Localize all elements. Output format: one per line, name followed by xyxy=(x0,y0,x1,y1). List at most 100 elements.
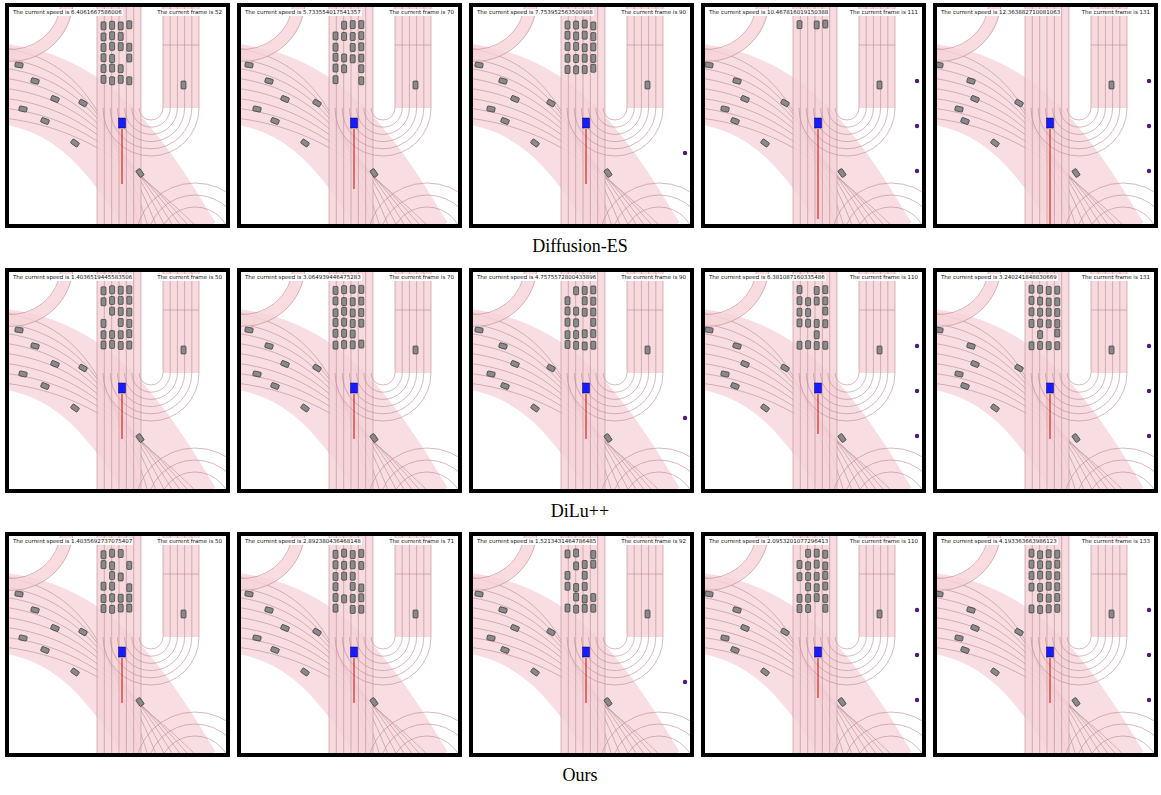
lane-line xyxy=(655,532,656,637)
vehicle xyxy=(342,318,347,326)
uturn-road xyxy=(395,3,431,108)
lane-line xyxy=(423,3,424,108)
vehicle xyxy=(955,106,964,113)
lane-line xyxy=(880,532,881,637)
lane-line xyxy=(866,268,867,373)
lane-line xyxy=(821,108,874,134)
lane-line xyxy=(793,268,794,493)
vehicle xyxy=(475,327,484,333)
driving-scene xyxy=(933,3,1158,228)
ego-vehicle xyxy=(815,383,822,393)
lane-line xyxy=(1063,712,1158,757)
speed-readout: The current speed is 1.4036519445583506 xyxy=(12,274,133,281)
lane-line xyxy=(1045,108,1112,142)
vehicle xyxy=(78,364,87,372)
vehicle xyxy=(110,42,115,50)
vehicle xyxy=(110,605,115,613)
stop-line xyxy=(163,45,199,46)
vehicle xyxy=(1046,550,1051,558)
vehicle xyxy=(574,32,579,40)
lane-line xyxy=(933,352,1111,493)
lane-line xyxy=(367,183,462,228)
vehicle xyxy=(475,591,484,597)
vehicle xyxy=(110,21,115,29)
vehicle xyxy=(740,95,749,103)
lane-line xyxy=(641,532,642,637)
lane-line xyxy=(132,108,170,127)
lane-line xyxy=(835,373,859,385)
planned-trajectory xyxy=(817,658,818,698)
lane-line xyxy=(1053,637,1106,663)
lane-line xyxy=(1063,448,1158,493)
vehicle xyxy=(1038,308,1043,316)
vehicle xyxy=(806,309,811,317)
vehicle xyxy=(370,697,379,706)
vehicle xyxy=(565,582,570,590)
vehicle xyxy=(110,77,115,85)
vehicle xyxy=(960,646,969,653)
vehicle xyxy=(350,55,355,63)
vehicle xyxy=(838,168,847,177)
lane-line xyxy=(335,637,431,685)
vehicle xyxy=(780,628,789,636)
lane-line xyxy=(822,3,823,228)
lane-line xyxy=(97,3,98,228)
lane-line xyxy=(800,3,801,228)
vehicle xyxy=(530,139,539,148)
vehicle xyxy=(1038,319,1043,327)
lane-line xyxy=(603,108,627,120)
vehicle xyxy=(127,341,132,349)
vehicle xyxy=(370,433,379,442)
lane-line xyxy=(1025,3,1026,228)
vehicle xyxy=(359,605,364,613)
vehicle xyxy=(806,298,811,306)
pedestrian xyxy=(915,79,919,83)
vehicle xyxy=(582,308,587,316)
vehicle xyxy=(565,21,570,29)
lane-line xyxy=(1075,460,1158,493)
lane-line xyxy=(469,352,647,493)
lane-line xyxy=(843,460,926,493)
vehicle xyxy=(118,296,123,304)
vehicle xyxy=(1038,331,1043,339)
vehicle xyxy=(136,697,145,706)
lane-line xyxy=(561,3,562,228)
vehicle xyxy=(118,307,123,315)
vehicle xyxy=(1029,296,1034,304)
pedestrian xyxy=(1147,653,1151,657)
vehicle xyxy=(574,307,579,315)
vehicle xyxy=(359,54,364,62)
vehicle xyxy=(70,139,79,148)
vehicle xyxy=(591,594,596,602)
lane-line xyxy=(416,268,417,373)
vehicle xyxy=(730,382,739,389)
pedestrian xyxy=(1147,389,1151,393)
lane-line xyxy=(199,3,200,108)
lane-line xyxy=(103,637,199,685)
lane-line xyxy=(1039,3,1040,228)
lane-line xyxy=(895,532,896,637)
vehicle xyxy=(604,168,613,177)
lane-line xyxy=(887,268,888,373)
lane-line xyxy=(1119,3,1120,108)
vehicle xyxy=(110,331,115,339)
vehicle xyxy=(342,549,347,557)
vehicle xyxy=(118,331,123,339)
vehicle xyxy=(127,584,132,592)
vehicle xyxy=(1038,571,1043,579)
lane-line xyxy=(5,606,173,757)
vehicle xyxy=(312,99,321,107)
vehicle xyxy=(604,697,613,706)
vehicle xyxy=(127,77,132,85)
vehicle xyxy=(333,32,338,40)
lane-line xyxy=(603,373,627,385)
vehicle xyxy=(1072,433,1081,442)
vehicle xyxy=(280,360,289,368)
lane-line xyxy=(469,616,647,757)
vehicle xyxy=(530,668,539,677)
vehicle xyxy=(342,595,347,603)
vehicle xyxy=(1046,320,1051,328)
vehicle xyxy=(806,319,811,327)
lane-line xyxy=(1031,637,1127,685)
